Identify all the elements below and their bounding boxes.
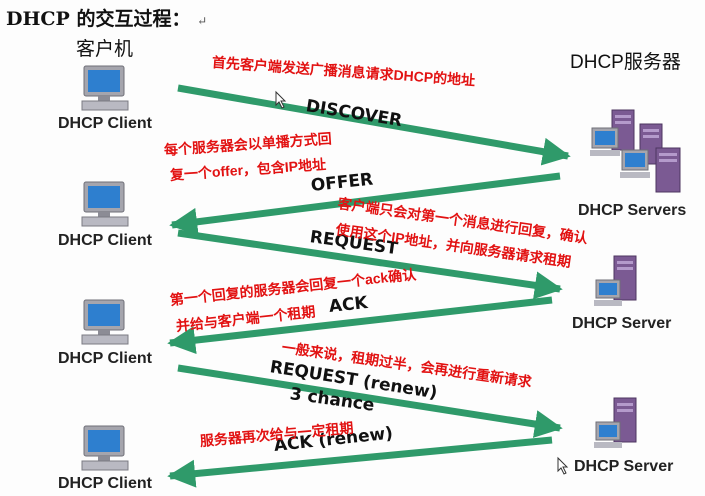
request-renew-arrow	[177, 364, 563, 438]
client-label: DHCP Client	[58, 475, 152, 492]
client-computer-icon	[81, 299, 129, 345]
server-label: DHCP Server	[574, 458, 674, 475]
discover-arrow	[177, 84, 571, 166]
server-cluster-icon	[590, 109, 681, 193]
ack-renew-arrow	[167, 436, 553, 488]
ack-arrow	[167, 296, 553, 355]
cursor-icon	[557, 456, 569, 475]
diagram-title: DHCP 的交互过程： ↵	[6, 4, 207, 31]
client-column-header: 客户机	[76, 39, 134, 60]
server-computer-icon	[594, 397, 637, 448]
return-mark: ↵	[197, 14, 208, 28]
cursor-icon	[275, 90, 287, 109]
server-label: DHCP Server	[572, 315, 672, 332]
title-text: DHCP 的交互过程：	[6, 8, 191, 30]
client-computer-icon	[81, 65, 129, 111]
client-label: DHCP Client	[58, 115, 152, 132]
server-computer-icon	[594, 255, 637, 306]
server-label: DHCP Servers	[578, 202, 687, 219]
offer-arrow	[169, 172, 561, 236]
message-label-ack: ACK	[327, 292, 369, 317]
client-label: DHCP Client	[58, 232, 152, 249]
client-computer-icon	[81, 425, 129, 471]
client-computer-icon	[81, 181, 129, 227]
request-arrow	[177, 229, 563, 300]
client-label: DHCP Client	[58, 350, 152, 367]
server-column-header: DHCP服务器	[570, 52, 681, 73]
